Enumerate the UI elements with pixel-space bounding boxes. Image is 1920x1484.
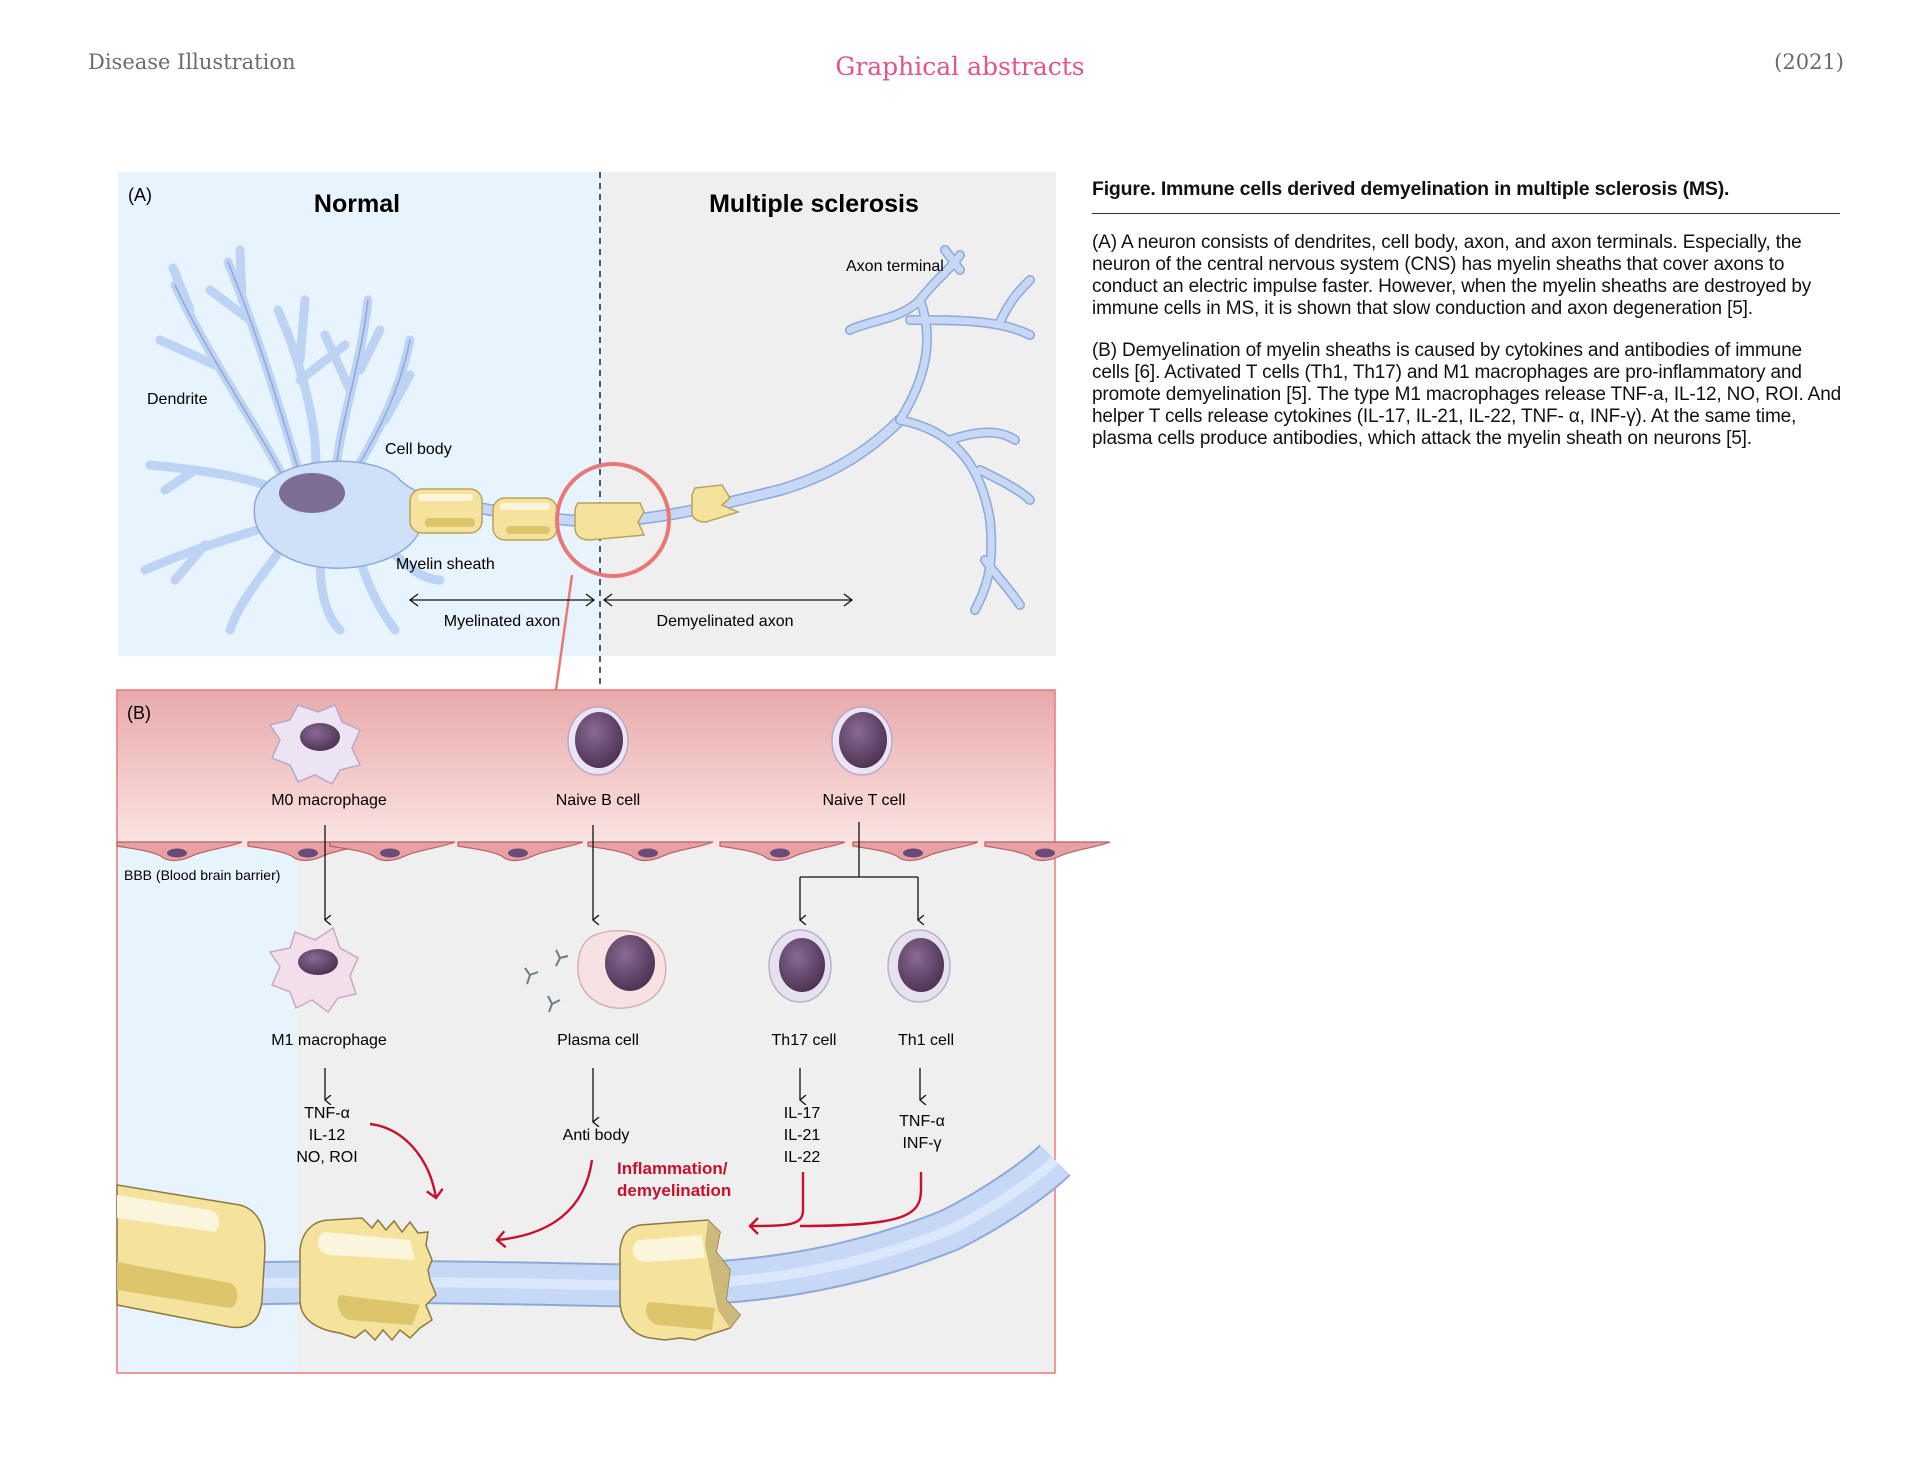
myelin-shadow	[425, 518, 475, 527]
caption-paragraph-a: (A) A neuron consists of dendrites, cell…	[1092, 232, 1812, 319]
red-arrow-antibody-to-myelin	[495, 1159, 594, 1249]
m0-macrophage-icon	[268, 704, 362, 786]
panel-b: (B) BBB (Blood brain barrier) M0 macroph…	[116, 689, 1111, 1374]
label-cell-body: Cell body	[385, 441, 452, 458]
label-plasma-cell: Plasma cell	[557, 1032, 639, 1049]
axon-terminal-branches	[845, 245, 1035, 615]
m1-cytokine: TNF-α	[304, 1105, 350, 1122]
th1-cell-icon	[887, 929, 951, 1003]
red-arrow-th17-to-myelin	[748, 1172, 805, 1235]
myelin-shadow	[117, 1262, 238, 1308]
ms-background	[604, 172, 1056, 656]
panel-a-label: (A)	[128, 185, 152, 205]
label-antibody: Anti body	[563, 1127, 630, 1144]
label-m1-macrophage: M1 macrophage	[271, 1032, 387, 1049]
endothelial-nucleus	[770, 848, 790, 858]
myelin-highlight	[632, 1235, 705, 1262]
myelin-sheaths	[409, 484, 741, 541]
header-year: (2021)	[1774, 50, 1844, 74]
red-arrow-cytokines-to-myelin	[369, 1122, 444, 1200]
title-multiple-sclerosis: Multiple sclerosis	[709, 190, 919, 218]
bottom-myelin-sheaths	[116, 1184, 741, 1342]
label-m0-macrophage: M0 macrophage	[271, 792, 387, 809]
endothelial-cells	[116, 841, 1111, 862]
panel-b-border	[116, 689, 1056, 1374]
caption-paragraph-b: (B) Demyelination of myelin sheaths is c…	[1092, 340, 1842, 449]
myelin-highlight	[500, 503, 550, 510]
myelin-shadow	[646, 1302, 715, 1330]
endothelial-nucleus	[638, 848, 658, 858]
myelin-highlight	[418, 494, 473, 501]
m1-macrophage-icon	[268, 926, 359, 1014]
red-arrow-th1-to-myelin	[799, 1172, 923, 1228]
cell-nucleus	[279, 473, 345, 513]
myelin-highlight	[117, 1195, 220, 1232]
th1-cytokine: INF-γ	[902, 1135, 941, 1152]
naive-t-cell-icon	[831, 706, 893, 776]
antibody-icons	[524, 949, 569, 1013]
label-bbb: BBB (Blood brain barrier)	[124, 867, 280, 883]
th17-cytokine: IL-21	[784, 1127, 821, 1144]
label-th1-cell: Th1 cell	[898, 1032, 954, 1049]
label-th17-cell: Th17 cell	[772, 1032, 837, 1049]
th1-cytokine: TNF-α	[899, 1113, 945, 1130]
caption-title: Figure. Immune cells derived demyelinati…	[1092, 178, 1730, 200]
plasma-cell-icon	[577, 929, 667, 1009]
label-demyelinated-axon: Demyelinated axon	[657, 613, 794, 630]
arrowheads	[602, 593, 854, 607]
endothelial-nucleus	[508, 848, 528, 858]
myelin-highlight	[318, 1232, 415, 1260]
arrowheads	[408, 593, 596, 607]
label-axon-terminal: Axon terminal	[846, 258, 944, 275]
figure-caption: Figure. Immune cells derived demyelinati…	[1092, 178, 1842, 470]
normal-background	[118, 172, 604, 656]
label-effect: demyelination	[617, 1181, 731, 1200]
naive-b-cell-icon	[567, 706, 629, 776]
zoom-circle	[555, 462, 671, 578]
myelin-shadow	[506, 526, 550, 534]
myelin-shadow	[337, 1295, 420, 1325]
label-myelin-sheath: Myelin sheath	[396, 556, 495, 573]
neuron-dendrites	[140, 245, 445, 635]
myelin-inner-edge	[705, 1220, 740, 1328]
zoom-connector-line	[554, 574, 574, 691]
header-section-title: Graphical abstracts	[835, 52, 1085, 81]
endothelial-nucleus	[1035, 848, 1055, 858]
m1-cytokine: IL-12	[309, 1127, 346, 1144]
damaged-myelin-segment	[691, 484, 741, 523]
panel-b-label: (B)	[127, 703, 151, 723]
title-normal: Normal	[314, 190, 400, 218]
endothelial-nucleus	[380, 848, 400, 858]
t-cell-branch-connector	[800, 822, 918, 878]
th17-cytokine: IL-17	[784, 1105, 821, 1122]
endothelial-nucleus	[167, 848, 187, 858]
label-naive-t-cell: Naive T cell	[823, 792, 906, 809]
th17-cytokine: IL-22	[784, 1149, 821, 1166]
damaged-myelin-segment	[574, 502, 646, 541]
label-effect: Inflammation/	[617, 1159, 728, 1178]
header-publication: Disease Illustration	[88, 50, 296, 74]
endothelial-nucleus	[298, 848, 318, 858]
label-dendrite: Dendrite	[147, 391, 208, 408]
panel-a: (A) Normal Multiple sclerosis	[118, 172, 1056, 691]
label-myelinated-axon: Myelinated axon	[444, 613, 561, 630]
th17-cell-icon	[768, 929, 832, 1003]
endothelial-nucleus	[903, 848, 923, 858]
label-naive-b-cell: Naive B cell	[556, 792, 640, 809]
caption-divider	[1092, 213, 1840, 214]
m1-cytokine: NO, ROI	[296, 1149, 357, 1166]
